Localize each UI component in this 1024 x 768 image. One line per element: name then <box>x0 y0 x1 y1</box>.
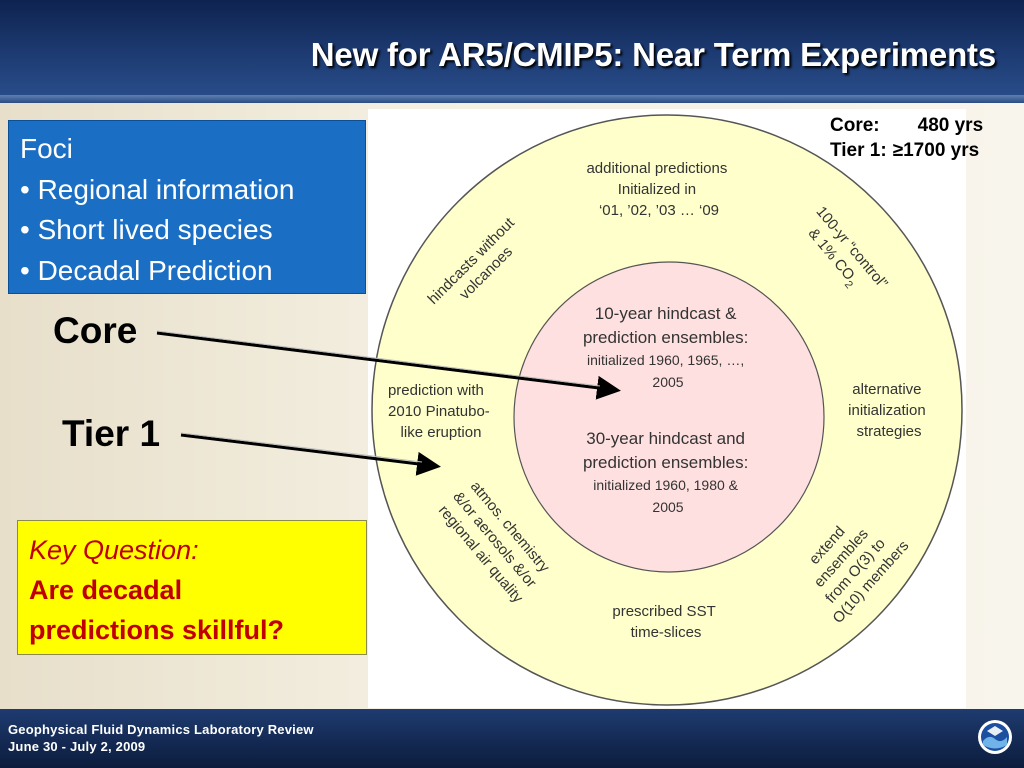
footer-bar: Geophysical Fluid Dynamics Laboratory Re… <box>0 709 1024 768</box>
core-label: Core <box>53 310 138 351</box>
core-years-value: 480 yrs <box>917 115 984 136</box>
footer-org: Geophysical Fluid Dynamics Laboratory Re… <box>8 722 314 737</box>
tier1-years-label: Tier 1: <box>830 140 887 161</box>
inner-core-text: 10-year hindcast & prediction ensembles:… <box>583 304 753 390</box>
inner-tier1-text: 30-year hindcast and prediction ensemble… <box>583 429 753 515</box>
core-years-label: Core: <box>830 115 880 136</box>
tier1-years-row: Tier 1:≥1700 yrs <box>830 138 983 163</box>
key-question-line: Are decadal <box>29 575 183 605</box>
additional-predictions-text: additional predictions Initialized in ‘0… <box>586 160 731 219</box>
key-question-text: Are decadal predictions skillful? <box>29 570 366 650</box>
key-question-label: Key Question: <box>29 535 199 565</box>
tier1-years-value: ≥1700 yrs <box>892 140 980 161</box>
slide-title: New for AR5/CMIP5: Near Term Experiments <box>310 36 996 73</box>
foci-box: Foci • Regional information • Short live… <box>8 120 366 294</box>
key-question-line: predictions skillful? <box>29 615 285 645</box>
foci-item: • Short lived species <box>20 214 273 245</box>
noaa-logo-icon <box>978 720 1012 754</box>
experiment-diagram: 10-year hindcast & prediction ensembles:… <box>371 114 963 706</box>
tier1-label: Tier 1 <box>62 413 161 454</box>
foci-item: • Decadal Prediction <box>20 254 273 286</box>
prescribed-sst-text: prescribed SST time-slices <box>612 603 719 641</box>
foci-item: • Regional information <box>20 173 295 205</box>
footer-dates: June 30 - July 2, 2009 <box>8 739 146 754</box>
key-question-box: Key Question: Are decadal predictions sk… <box>17 520 367 655</box>
years-legend: Core: 480 yrs Tier 1:≥1700 yrs <box>830 113 983 163</box>
alternative-init-text: alternative initialization strategies <box>848 381 930 440</box>
title-bar-divider <box>0 95 1024 103</box>
title-bar: New for AR5/CMIP5: Near Term Experiments <box>0 0 1024 103</box>
foci-heading: Foci <box>20 133 73 164</box>
core-years-row: Core: 480 yrs <box>830 113 983 138</box>
pinatubo-text: prediction with 2010 Pinatubo- like erup… <box>388 382 494 441</box>
